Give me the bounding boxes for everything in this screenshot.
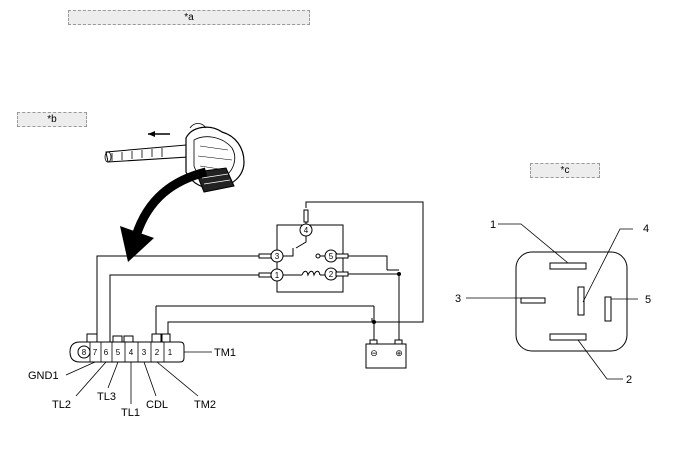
relay-body xyxy=(515,251,628,352)
pinout-label-4: 4 xyxy=(643,223,649,235)
junction-dot xyxy=(397,272,401,276)
relay-pinout xyxy=(515,251,628,352)
battery: ⊖ ⊕ xyxy=(365,339,407,369)
curved-arrow-icon xyxy=(120,167,208,262)
connector-pin-label: 4 xyxy=(129,348,134,357)
relay-pin-2 xyxy=(549,333,587,341)
label-tl3: TL3 xyxy=(97,391,116,403)
label-tm2: TM2 xyxy=(194,399,216,411)
label-tl1: TL1 xyxy=(121,407,140,419)
connector-pin-label: 1 xyxy=(168,348,173,357)
relay-terminal-label: 5 xyxy=(329,252,334,261)
label-tl2: TL2 xyxy=(52,399,71,411)
callout-b: *b xyxy=(17,112,87,127)
relay-terminal-label: 4 xyxy=(304,226,309,235)
connector-pin-label: 8 xyxy=(82,348,87,357)
relay-pin-1 xyxy=(549,262,587,270)
relay-terminal-label: 2 xyxy=(329,270,334,279)
diagnostic-connector xyxy=(69,333,185,363)
relay-terminals xyxy=(270,223,338,282)
relay-pin-4 xyxy=(577,286,585,316)
wire-stubs xyxy=(258,209,349,278)
connector-pin-label: 3 xyxy=(142,348,147,357)
relay-pin-5 xyxy=(604,296,612,322)
pinout-label-2: 2 xyxy=(626,374,632,386)
relay-terminal-4 xyxy=(299,223,313,237)
relay-pin-3 xyxy=(520,297,546,304)
label-tm1: TM1 xyxy=(214,347,236,359)
connector-pin-label: 7 xyxy=(93,348,98,357)
junction-dot xyxy=(372,320,376,324)
pinout-label-3: 3 xyxy=(455,293,461,305)
relay-terminal-label: 3 xyxy=(275,252,280,261)
label-cdl: CDL xyxy=(146,399,168,411)
connector-pin-label: 5 xyxy=(116,348,121,357)
callout-c: *c xyxy=(530,163,600,178)
label-gnd1: GND1 xyxy=(28,370,59,382)
pinout-leaders xyxy=(466,223,638,380)
battery-negative-icon: ⊖ xyxy=(370,348,378,358)
relay-terminal-label: 1 xyxy=(275,271,280,280)
pinout-label-1: 1 xyxy=(490,219,496,231)
switch-contact-icon xyxy=(315,253,321,259)
pinout-label-5: 5 xyxy=(645,294,651,306)
battery-positive-icon: ⊕ xyxy=(395,348,403,358)
callout-a: *a xyxy=(68,10,310,25)
leader-lines xyxy=(65,351,212,404)
connector-pin-label: 2 xyxy=(155,348,160,357)
connector-pin-label: 6 xyxy=(104,348,109,357)
